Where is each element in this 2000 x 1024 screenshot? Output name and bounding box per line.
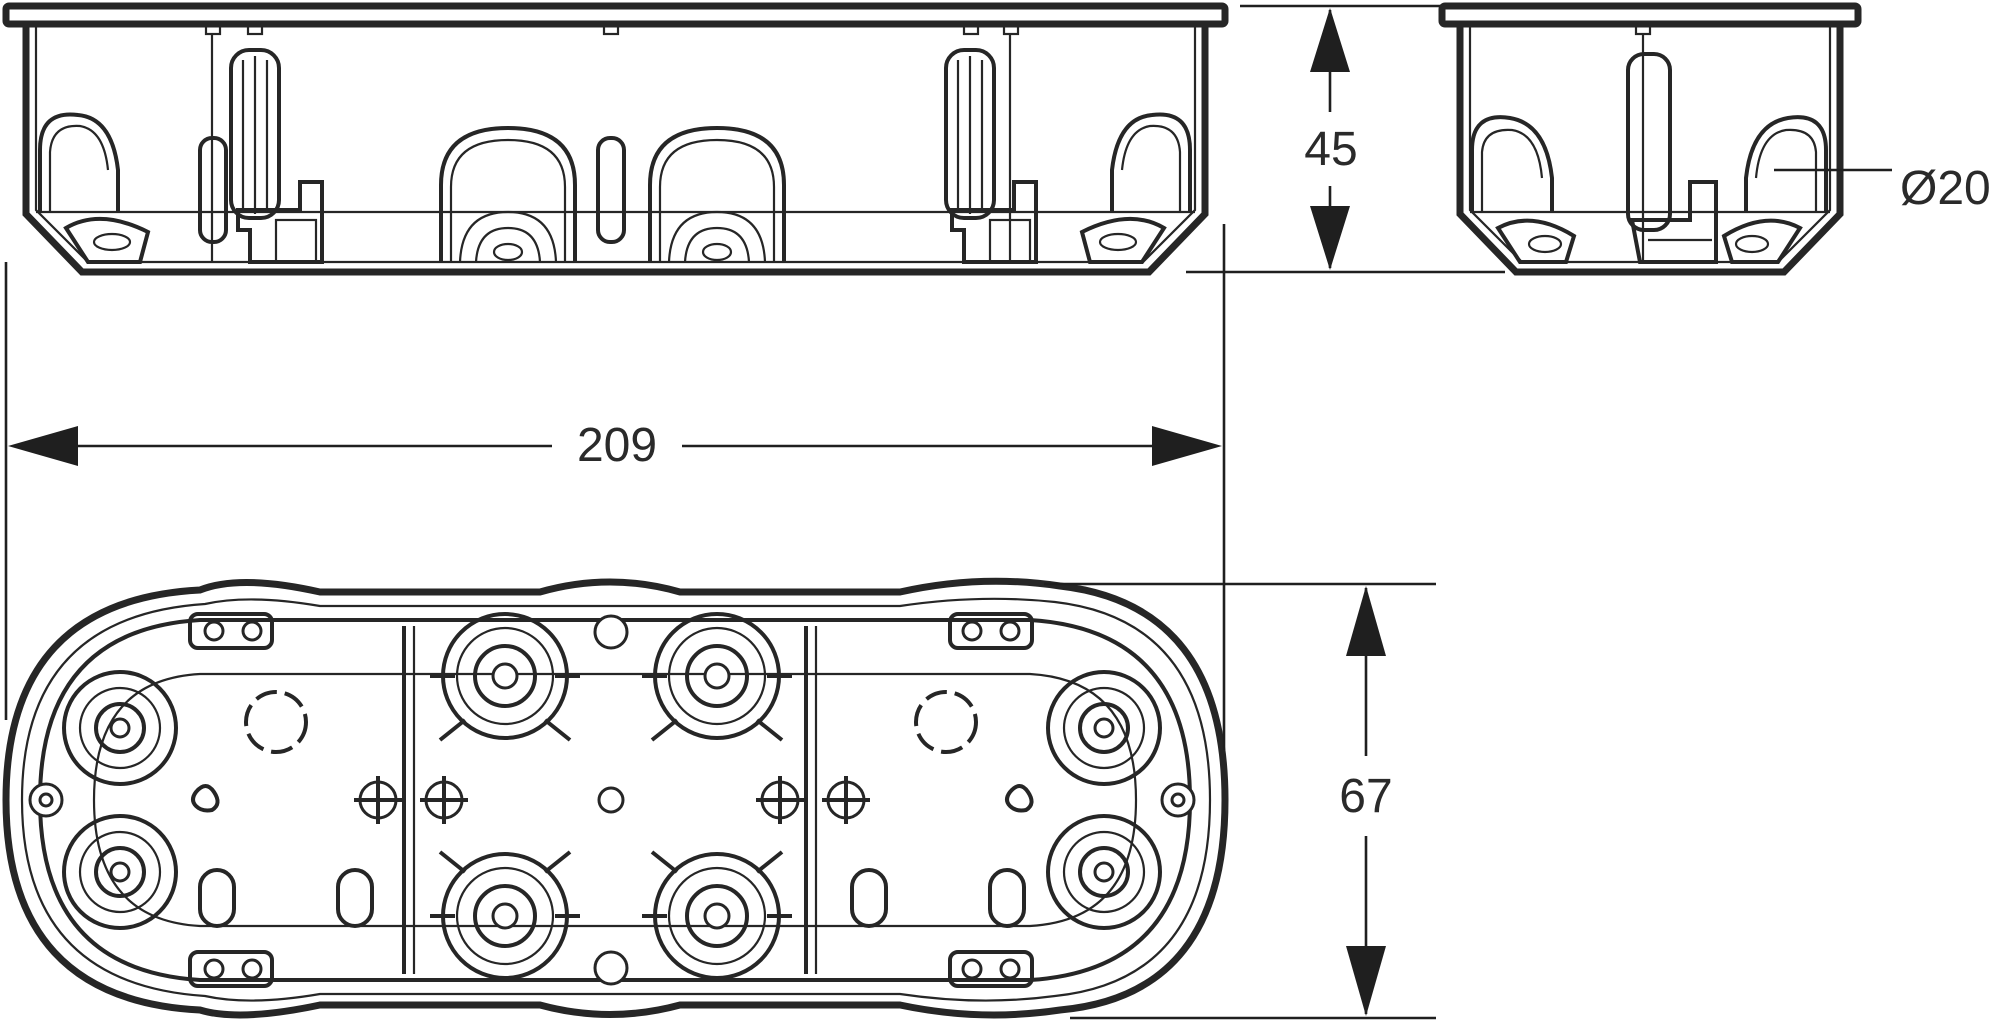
keyhole-right — [1005, 784, 1034, 813]
front-view — [2, 2, 1229, 276]
dimension-diameter-label: Ø20 — [1900, 162, 1991, 215]
clamp-bracket-top-left — [188, 612, 274, 650]
top-view-outline — [2, 577, 1229, 1019]
dimension-diameter: Ø20 — [1774, 162, 1991, 215]
clamp-bracket-top-right — [948, 612, 1034, 650]
rosette-bottom-left — [430, 850, 580, 980]
end-knockout-left-top — [62, 670, 178, 786]
center-hole — [597, 786, 625, 814]
knockout-right — [1079, 112, 1192, 264]
end-knockout-right-bottom — [1046, 814, 1162, 930]
side-knockout-left — [1470, 115, 1577, 264]
screw-point-1 — [354, 776, 402, 824]
clamp-screw-right — [944, 48, 1038, 264]
end-knockout-right-top — [1046, 670, 1162, 786]
dimension-depth-label: 67 — [1339, 770, 1392, 823]
dimension-height: 45 — [1186, 4, 1505, 274]
screw-point-3 — [756, 776, 804, 824]
keyhole-left — [191, 784, 220, 813]
knockout-left — [38, 112, 151, 264]
end-knockout-left-bottom — [62, 814, 178, 930]
screw-point-2 — [420, 776, 468, 824]
side-knockout-right — [1721, 115, 1828, 264]
clamp-bracket-bottom-left — [188, 950, 274, 988]
dimension-height-label: 45 — [1304, 123, 1357, 176]
front-view-body — [22, 24, 1209, 276]
dimension-depth: 67 — [1044, 582, 1436, 1020]
rosette-bottom-right — [642, 850, 792, 980]
peg-left — [198, 136, 228, 244]
knockout-middle-right — [648, 125, 786, 263]
screw-point-4 — [822, 776, 870, 824]
side-clamp-screw — [1626, 52, 1718, 264]
clamp-bracket-bottom-right — [948, 950, 1034, 988]
dimension-width-label: 209 — [577, 419, 657, 472]
knockout-middle-left — [439, 125, 577, 263]
knockout-small-left — [244, 690, 308, 754]
rosette-top-left — [430, 612, 580, 742]
side-view-body — [1456, 24, 1844, 276]
knockout-small-right — [914, 690, 978, 754]
front-view-rim — [2, 2, 1229, 28]
dimension-width: 209 — [4, 224, 1226, 750]
clamp-screw-left — [229, 48, 324, 264]
side-view — [1438, 2, 1862, 276]
peg-center — [596, 136, 626, 244]
rosette-top-right — [642, 612, 792, 742]
top-view — [2, 577, 1229, 1019]
